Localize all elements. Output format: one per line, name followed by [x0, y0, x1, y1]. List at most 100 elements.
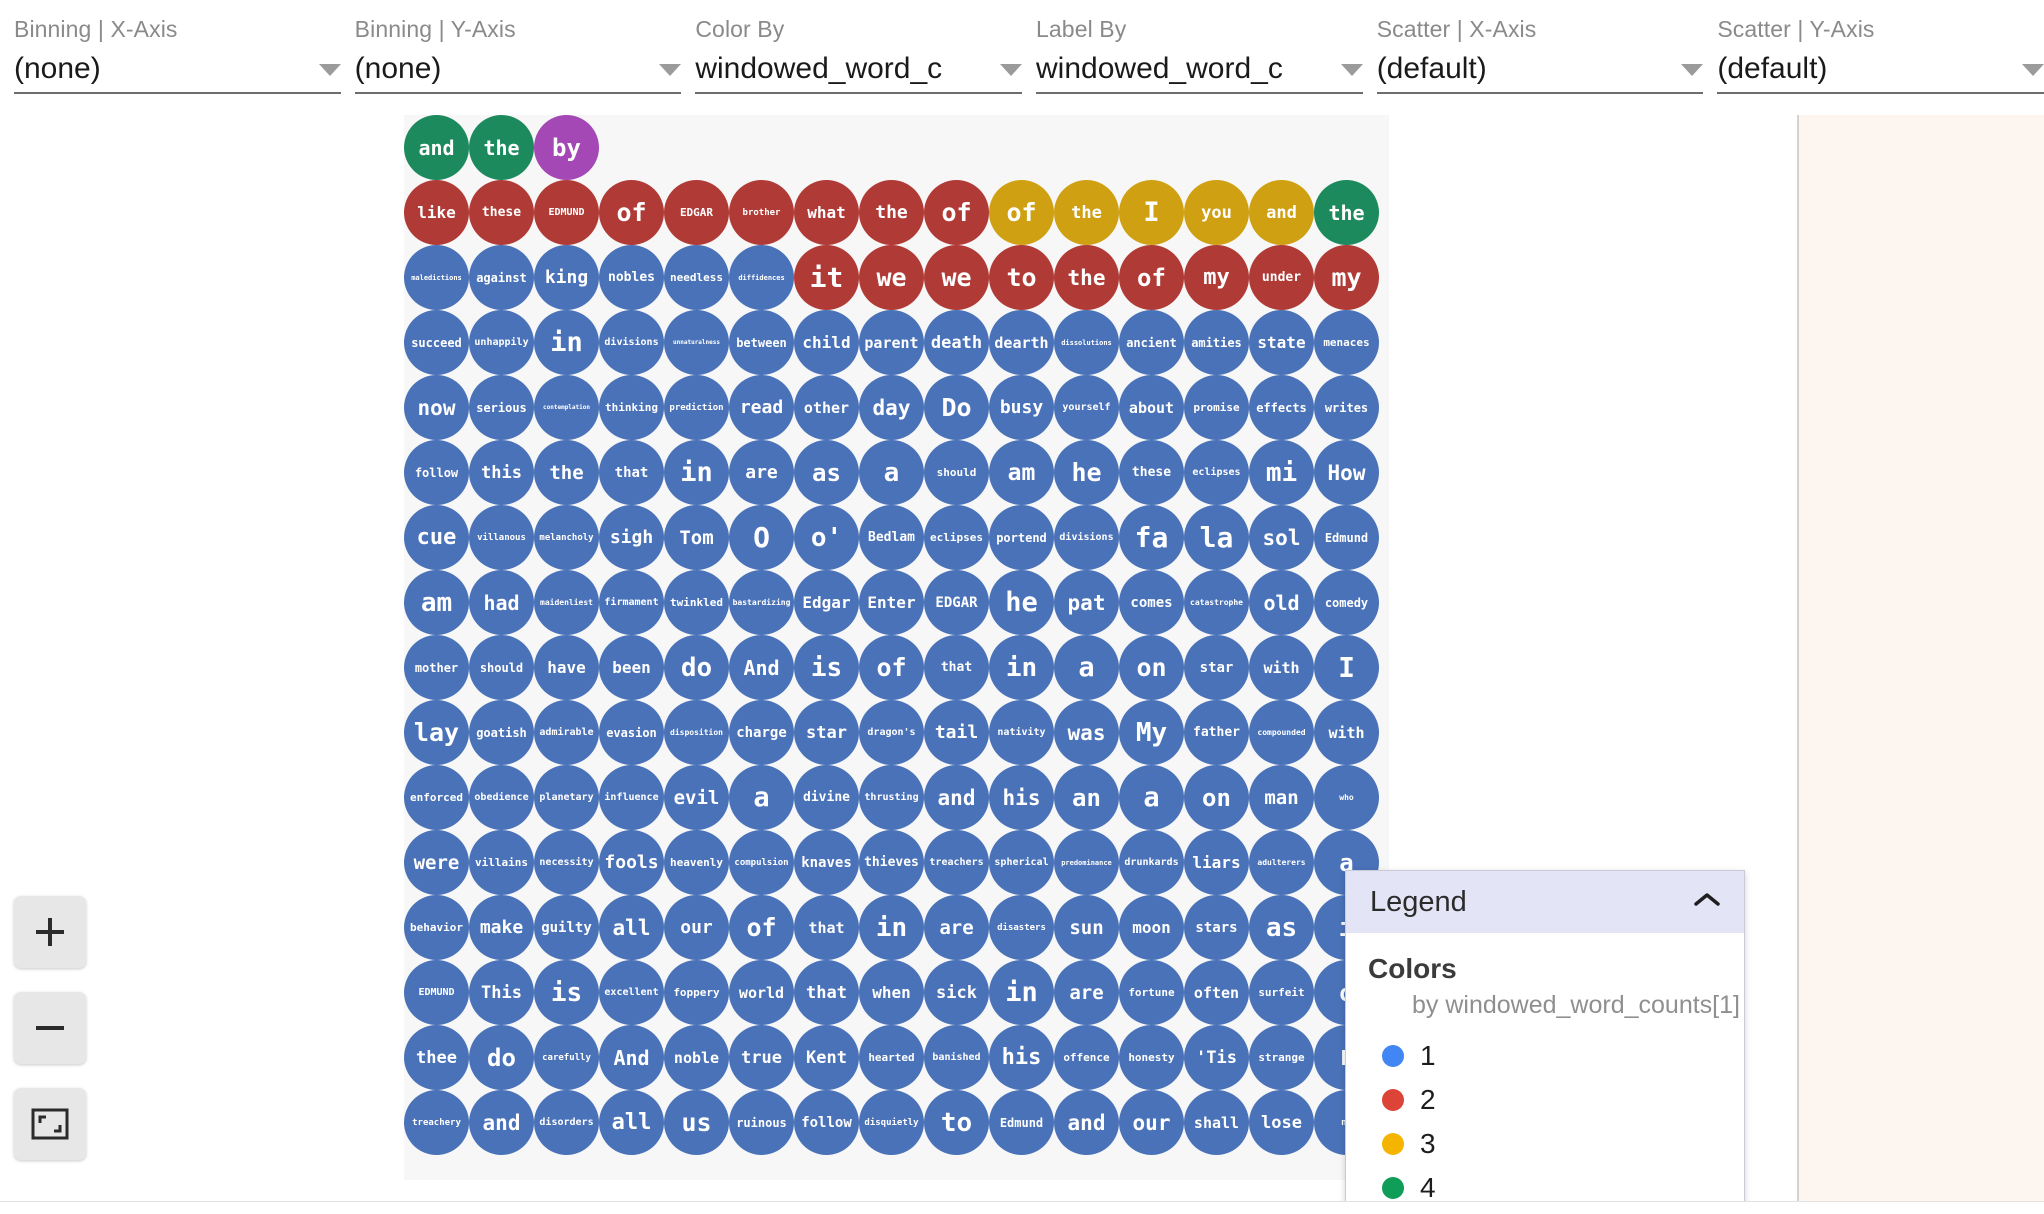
select-label-by[interactable]: windowed_word_c [1036, 50, 1363, 94]
bubble[interactable]: strange [1249, 1025, 1314, 1090]
bubble[interactable]: parent [859, 310, 924, 375]
bubble[interactable]: sick [924, 960, 989, 1025]
bubble[interactable]: EDGAR [664, 180, 729, 245]
bubble[interactable]: and [404, 115, 469, 180]
bubble[interactable]: heavenly [664, 830, 729, 895]
bubble[interactable]: read [729, 375, 794, 440]
bubble[interactable]: true [729, 1025, 794, 1090]
bubble[interactable]: he [989, 570, 1054, 635]
legend-panel[interactable]: Legend Colors by windowed_word_counts[1]… [1345, 870, 1745, 1201]
zoom-out-button[interactable] [14, 992, 86, 1064]
bubble[interactable]: and [469, 1090, 534, 1155]
bubble[interactable]: to [989, 245, 1054, 310]
bubble[interactable]: bastardizing [729, 570, 794, 635]
chevron-down-icon[interactable] [2022, 64, 2044, 76]
bubble[interactable]: contemplation [534, 375, 599, 440]
bubble[interactable]: all [599, 1090, 664, 1155]
legend-item[interactable]: 2 [1346, 1078, 1744, 1122]
select-binning-y-axis[interactable]: (none) [354, 50, 682, 94]
bubble[interactable]: twinkled [664, 570, 729, 635]
bubble[interactable]: the [1054, 245, 1119, 310]
bubble[interactable]: comes [1119, 570, 1184, 635]
chevron-up-icon[interactable] [1692, 890, 1722, 915]
bubble[interactable]: evasion [599, 700, 664, 765]
bubble[interactable]: all [599, 895, 664, 960]
bubble[interactable]: of [729, 895, 794, 960]
bubble[interactable]: surfeit [1249, 960, 1314, 1025]
bubble[interactable]: as [1249, 895, 1314, 960]
bubble[interactable]: adulterers [1249, 830, 1314, 895]
bubble[interactable]: when [859, 960, 924, 1025]
bubble[interactable]: disquietly [859, 1090, 924, 1155]
bubble[interactable]: the [469, 115, 534, 180]
bubble[interactable]: as [794, 440, 859, 505]
bubble[interactable]: child [794, 310, 859, 375]
bubble[interactable]: disorders [534, 1090, 599, 1155]
bubble[interactable]: mi [1249, 440, 1314, 505]
bubble[interactable]: that [599, 440, 664, 505]
bubble[interactable]: the [534, 440, 599, 505]
bubble[interactable]: needless [664, 245, 729, 310]
bubble[interactable]: world [729, 960, 794, 1025]
bubble[interactable]: obedience [469, 765, 534, 830]
bubble[interactable]: of [924, 180, 989, 245]
bubble[interactable]: these [469, 180, 534, 245]
bubble[interactable]: on [1119, 635, 1184, 700]
bubble[interactable]: enforced [404, 765, 469, 830]
bubble[interactable]: divisions [1054, 505, 1119, 570]
legend-item[interactable]: 1 [1346, 1034, 1744, 1078]
bubble[interactable]: foppery [664, 960, 729, 1025]
bubble[interactable]: o' [794, 505, 859, 570]
bubble[interactable]: melancholy [534, 505, 599, 570]
bubble[interactable]: moon [1119, 895, 1184, 960]
bubble[interactable]: star [794, 700, 859, 765]
bubble[interactable]: portend [989, 505, 1054, 570]
bubble[interactable]: disposition [664, 700, 729, 765]
bubble[interactable]: is [534, 960, 599, 1025]
bubble[interactable]: man [1249, 765, 1314, 830]
bubble[interactable]: an [1054, 765, 1119, 830]
bubble[interactable]: dissolutions [1054, 310, 1119, 375]
bubble[interactable]: My [1119, 700, 1184, 765]
chevron-down-icon[interactable] [1681, 64, 1704, 76]
bubble[interactable]: thieves [859, 830, 924, 895]
bubble[interactable]: do [469, 1025, 534, 1090]
bubble[interactable]: had [469, 570, 534, 635]
bubble[interactable]: follow [794, 1090, 859, 1155]
bubble[interactable]: I [1314, 635, 1379, 700]
bubble[interactable]: Enter [859, 570, 924, 635]
bubble[interactable]: nativity [989, 700, 1054, 765]
bubble[interactable]: day [859, 375, 924, 440]
bubble[interactable]: diffidences [729, 245, 794, 310]
bubble[interactable]: EDMUND [534, 180, 599, 245]
bubble[interactable]: a [729, 765, 794, 830]
reset-zoom-button[interactable] [14, 1088, 86, 1160]
bubble[interactable]: planetary [534, 765, 599, 830]
bubble[interactable]: the [1314, 180, 1379, 245]
bubble[interactable]: villanous [469, 505, 534, 570]
chevron-down-icon[interactable] [659, 64, 682, 76]
bubble[interactable]: eclipses [1184, 440, 1249, 505]
bubble[interactable]: the [859, 180, 924, 245]
bubble[interactable]: necessity [534, 830, 599, 895]
bubble[interactable]: charge [729, 700, 794, 765]
bubble[interactable]: villains [469, 830, 534, 895]
bubble[interactable]: you [1184, 180, 1249, 245]
bubble[interactable]: serious [469, 375, 534, 440]
bubble[interactable]: shall [1184, 1090, 1249, 1155]
bubble[interactable]: liars [1184, 830, 1249, 895]
bubble[interactable]: spherical [989, 830, 1054, 895]
bubble[interactable]: Do [924, 375, 989, 440]
bubble[interactable]: yourself [1054, 375, 1119, 440]
bubble[interactable]: I [1119, 180, 1184, 245]
bubble[interactable]: This [469, 960, 534, 1025]
bubble[interactable]: sol [1249, 505, 1314, 570]
chevron-down-icon[interactable] [318, 64, 341, 76]
bubble[interactable]: And [599, 1025, 664, 1090]
bubble[interactable]: in [989, 635, 1054, 700]
bubble[interactable]: Edmund [1314, 505, 1379, 570]
bubble[interactable]: a [1054, 635, 1119, 700]
legend-header[interactable]: Legend [1346, 871, 1744, 933]
bubble[interactable]: unnaturalness [664, 310, 729, 375]
